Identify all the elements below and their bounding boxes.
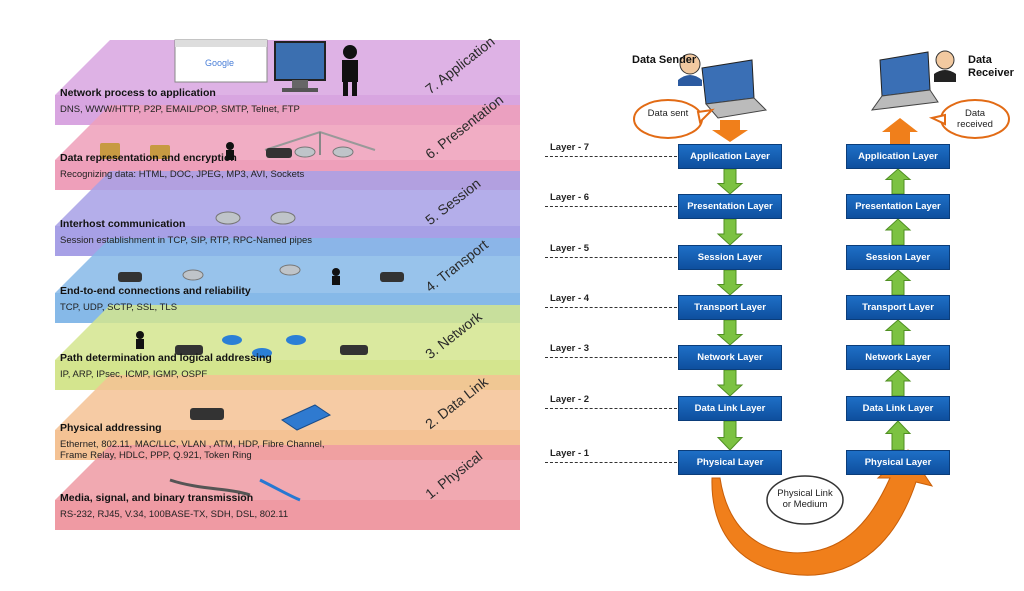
computer-icon <box>274 41 326 92</box>
layer-title: Physical addressing <box>60 422 162 434</box>
bridge-icon <box>264 130 376 155</box>
sender-layer-box: Session Layer <box>678 245 782 270</box>
layer-slab-1 <box>55 445 520 500</box>
sender-laptop-icon <box>701 59 768 119</box>
up-arrow <box>884 168 912 195</box>
switch-icon <box>280 404 332 431</box>
layer-dash-line <box>545 408 677 409</box>
sender-layer-box: Application Layer <box>678 144 782 169</box>
osi-layer-stack: Google <box>55 33 520 530</box>
layer-protocols: Recognizing data: HTML, DOC, JPEG, MP3, … <box>60 169 305 180</box>
down-arrow <box>716 218 744 246</box>
medium-bubble <box>766 475 844 525</box>
data-sent-bubble <box>633 99 703 139</box>
layer-title: Interhost communication <box>60 218 186 230</box>
receiver-layer-box: Application Layer <box>846 144 950 169</box>
layer-front-1 <box>55 500 520 530</box>
flow-graphics <box>633 50 1010 576</box>
layer-slab-6 <box>55 105 520 160</box>
receiver-layer-box: Session Layer <box>846 245 950 270</box>
down-arrow <box>716 420 744 451</box>
layer-dash-line <box>545 257 677 258</box>
sender-label: Data Sender <box>632 54 697 66</box>
layer-dash-line <box>545 206 677 207</box>
layer-dash-line <box>545 462 677 463</box>
layer-slab-2 <box>55 375 520 430</box>
layer-protocols: Frame Relay, HDLC, PPP, Q.921, Token Rin… <box>60 450 252 461</box>
layer-label: Layer - 2 <box>550 394 590 405</box>
browser-text: Google <box>205 58 234 68</box>
data-flow-diagram: Data Sender Data Receiver Data sent Data… <box>540 0 1024 591</box>
wifi-router-icons <box>118 148 404 420</box>
sender-layer-box: Presentation Layer <box>678 194 782 219</box>
receiver-layer-box: Transport Layer <box>846 295 950 320</box>
receiver-arrow <box>882 118 918 146</box>
layer-label: Layer - 5 <box>550 243 590 254</box>
layer-slab-5 <box>55 171 520 226</box>
receiver-layer-box: Network Layer <box>846 345 950 370</box>
receiver-layer-box: Physical Layer <box>846 450 950 475</box>
up-arrow <box>884 319 912 346</box>
layer-label: Layer - 1 <box>550 448 590 459</box>
layer-slab-3 <box>55 305 520 360</box>
network-cable-icon <box>169 478 301 502</box>
layer-title: Data representation and encryption <box>60 152 237 164</box>
layer-protocols: DNS, WWW/HTTP, P2P, EMAIL/POP, SMTP, Tel… <box>60 104 300 115</box>
layer-protocols: Ethernet, 802.11, MAC/LLC, VLAN , ATM, H… <box>60 439 325 450</box>
layer-label: Layer - 6 <box>550 192 590 203</box>
down-arrow <box>716 168 744 195</box>
up-arrow <box>884 269 912 296</box>
layer-protocols: TCP, UDP, SCTP, SSL, TLS <box>60 302 178 313</box>
layer-title: Network process to application <box>60 87 216 99</box>
browser-icon <box>174 39 268 83</box>
layer-label: Layer - 7 <box>550 142 590 153</box>
receiver-layer-box: Data Link Layer <box>846 396 950 421</box>
folder-icons <box>100 143 170 159</box>
sender-layer-box: Data Link Layer <box>678 396 782 421</box>
sender-layer-box: Physical Layer <box>678 450 782 475</box>
layer-title: End-to-end connections and reliability <box>60 285 251 297</box>
down-arrow <box>716 369 744 397</box>
blue-router-icons <box>222 335 306 358</box>
person-icon <box>342 45 358 96</box>
receiver-layer-box: Presentation Layer <box>846 194 950 219</box>
medium-bubble-text: Physical Link or Medium <box>777 488 833 510</box>
layer-protocols: IP, ARP, IPsec, ICMP, IGMP, OSPF <box>60 369 208 380</box>
stack-graphics: Google <box>55 39 520 530</box>
receiver-avatar-icon <box>934 50 956 82</box>
layer-protocols: RS-232, RJ45, V.34, 100BASE-TX, SDH, DSL… <box>60 509 289 520</box>
receiver-laptop-icon <box>870 51 939 111</box>
medium-arrow <box>711 449 934 576</box>
layer-label: Layer - 4 <box>550 293 590 304</box>
running-person-icons <box>136 142 340 349</box>
layer-dash-line <box>545 156 677 157</box>
receiver-label: Data Receiver <box>968 54 1014 79</box>
sender-layer-box: Transport Layer <box>678 295 782 320</box>
sender-layer-box: Network Layer <box>678 345 782 370</box>
layer-dash-line <box>545 307 677 308</box>
layer-label: Layer - 3 <box>550 343 590 354</box>
up-arrow <box>884 369 912 397</box>
layer-dash-line <box>545 357 677 358</box>
down-arrow <box>716 319 744 346</box>
up-arrow <box>884 420 912 451</box>
down-arrow <box>716 269 744 296</box>
layer-title: Media, signal, and binary transmission <box>60 492 254 504</box>
router-icons <box>182 146 354 281</box>
received-bubble-text: Data received <box>957 108 993 130</box>
layer-protocols: Session establishment in TCP, SIP, RTP, … <box>60 235 313 246</box>
sent-bubble-text: Data sent <box>647 108 689 119</box>
up-arrow <box>884 218 912 246</box>
sender-avatar-icon <box>678 53 702 86</box>
layer-title: Path determination and logical addressin… <box>60 352 272 364</box>
sender-arrow <box>712 120 748 142</box>
